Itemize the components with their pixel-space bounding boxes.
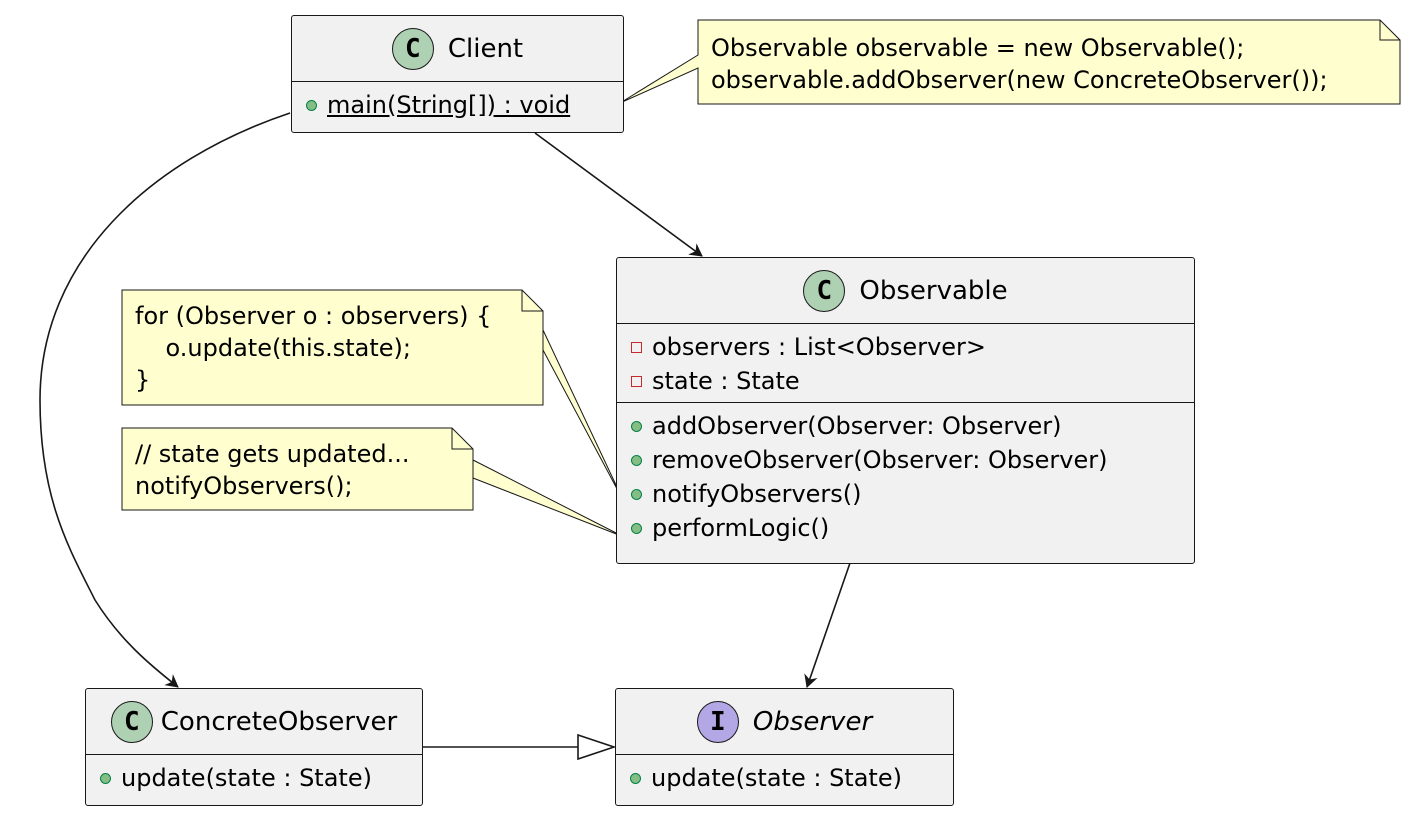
method-item: update(state : State) <box>616 761 953 795</box>
method-label: update(state : State) <box>651 764 902 792</box>
field-label: state : State <box>652 367 800 395</box>
edge-client-observable <box>534 132 703 257</box>
method-item: removeObserver(Observer: Observer) <box>617 443 1194 477</box>
interface-observer-header: I Observer <box>616 689 953 755</box>
method-item: performLogic() <box>617 511 1194 545</box>
edge-client-concrete-observer <box>39 112 291 688</box>
public-method-icon <box>306 99 317 111</box>
public-method-icon <box>630 772 641 784</box>
method-item: addObserver(Observer: Observer) <box>617 409 1194 443</box>
class-concrete-observer[interactable]: C ConcreteObserver update(state : State) <box>85 688 423 806</box>
interface-name: Observer <box>752 706 873 737</box>
field-label: observers : List<Observer> <box>652 333 987 361</box>
class-name: Observable <box>859 275 1008 306</box>
class-client-header: C Client <box>292 16 623 82</box>
class-badge-icon: C <box>803 269 846 312</box>
note-notify-observers-text: for (Observer o : observers) { o.update(… <box>135 302 492 394</box>
class-observable[interactable]: C Observable observers : List<Observer> … <box>616 257 1195 564</box>
class-observable-fields: observers : List<Observer> state : State <box>617 324 1194 403</box>
public-method-icon <box>631 522 642 534</box>
interface-observer-methods: update(state : State) <box>616 755 953 799</box>
note-client-main-text: Observable observable = new Observable()… <box>711 34 1328 94</box>
class-concrete-observer-methods: update(state : State) <box>86 755 422 799</box>
note-notify-observers <box>121 289 625 503</box>
class-concrete-observer-header: C ConcreteObserver <box>86 689 422 755</box>
note-perform-logic <box>121 427 625 538</box>
method-label: notifyObservers() <box>652 480 862 508</box>
method-item: notifyObservers() <box>617 477 1194 511</box>
method-item: update(state : State) <box>86 761 422 795</box>
method-label: removeObserver(Observer: Observer) <box>652 446 1108 474</box>
field-item: state : State <box>617 364 1194 398</box>
public-method-icon <box>631 454 642 466</box>
class-client-methods: main(String[]) : void <box>292 82 623 126</box>
class-observable-header: C Observable <box>617 258 1194 324</box>
interface-observer[interactable]: I Observer update(state : State) <box>615 688 954 806</box>
note-client-main <box>619 19 1401 105</box>
method-label: addObserver(Observer: Observer) <box>652 412 1062 440</box>
class-name: ConcreteObserver <box>160 706 398 737</box>
public-method-icon <box>100 772 111 784</box>
class-name: Client <box>447 33 524 64</box>
class-badge-icon: C <box>391 27 434 70</box>
method-label: update(state : State) <box>121 764 372 792</box>
private-field-icon <box>631 341 642 353</box>
interface-badge-icon: I <box>696 700 739 743</box>
edge-observable-observer <box>804 562 851 688</box>
method-item: main(String[]) : void <box>292 88 623 122</box>
class-observable-methods: addObserver(Observer: Observer) removeOb… <box>617 403 1194 549</box>
class-badge-icon: C <box>110 700 153 743</box>
public-method-icon <box>631 420 642 432</box>
edge-concrete-observer-implements-observer <box>423 733 617 761</box>
method-label: main(String[]) : void <box>327 91 571 119</box>
public-method-icon <box>631 488 642 500</box>
private-field-icon <box>631 375 642 387</box>
field-item: observers : List<Observer> <box>617 330 1194 364</box>
class-client[interactable]: C Client main(String[]) : void <box>291 15 624 133</box>
note-perform-logic-text: // state gets updated... notifyObservers… <box>135 440 410 500</box>
method-label: performLogic() <box>652 514 830 542</box>
